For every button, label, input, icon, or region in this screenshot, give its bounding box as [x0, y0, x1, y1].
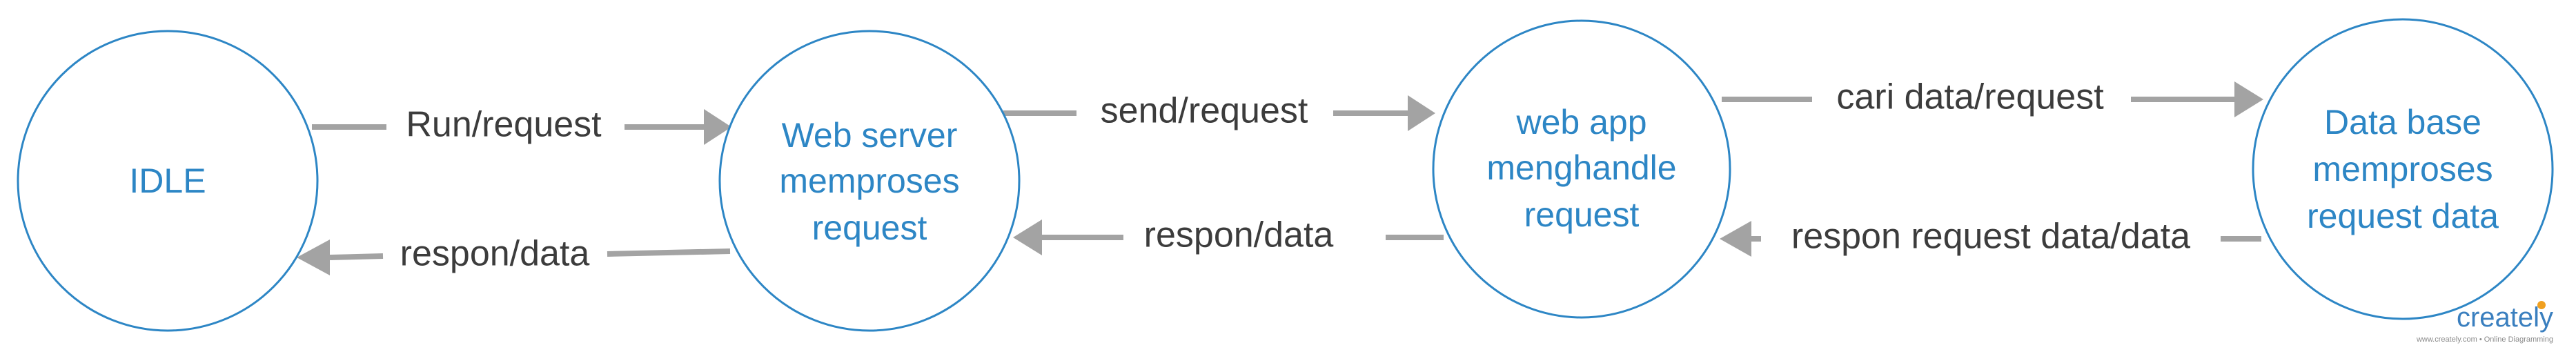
arrowhead-icon: [297, 239, 330, 275]
transition-respon-data-1: respon/data: [297, 234, 731, 275]
edges-layer: Run/request respon/data send/request respon…: [297, 77, 2263, 275]
state-label-line: menghandle: [1486, 148, 1676, 187]
creately-logo: creately www.creately.com • Online Diagr…: [2416, 301, 2553, 344]
state-label-line: memproses: [779, 162, 959, 200]
transition-cari-data: cari data/request: [1722, 77, 2263, 117]
state-node-idle: IDLE: [17, 30, 319, 332]
transition-label: respon/data: [1144, 215, 1334, 255]
state-node-database: Data base memproses request data: [2252, 18, 2554, 320]
transition-send-request: send/request: [1003, 91, 1435, 131]
state-circle: [2252, 18, 2554, 320]
transition-label: Run/request: [406, 105, 602, 145]
state-circle: [17, 30, 319, 332]
transition-respon-data-2: respon/data: [1013, 215, 1444, 255]
transition-label: send/request: [1101, 91, 1308, 131]
arrowhead-icon: [704, 109, 731, 145]
state-circle: [718, 30, 1021, 332]
state-label-line: request data: [2307, 197, 2499, 235]
transition-line: [329, 253, 384, 260]
arrowhead-icon: [2234, 81, 2263, 117]
state-label-line: request: [812, 208, 927, 247]
state-label-line: IDLE: [129, 162, 206, 200]
state-label-line: memproses: [2312, 150, 2493, 188]
state-label-line: Data base: [2324, 103, 2481, 141]
creately-wordmark: creately: [2457, 302, 2553, 333]
arrowhead-icon: [1408, 95, 1435, 131]
transition-label: respon/data: [400, 234, 590, 274]
logo-bulb-icon: [2537, 301, 2546, 309]
arrowhead-icon: [1013, 219, 1042, 255]
arrowhead-icon: [1720, 221, 1751, 257]
state-label-line: Web server: [782, 116, 958, 155]
transition-line: [607, 248, 731, 257]
transition-label: respon request data/data: [1791, 217, 2190, 257]
state-label-line: web app: [1515, 103, 1646, 141]
transition-label: cari data/request: [1836, 77, 2104, 117]
nodes-layer: IDLE Web server memproses request web app men…: [17, 18, 2554, 332]
transition-respon-request-data: respon request data/data: [1720, 217, 2261, 257]
creately-tagline: www.creately.com • Online Diagramming: [2416, 335, 2553, 344]
transition-run-request: Run/request: [312, 105, 731, 145]
state-node-web-server: Web server memproses request: [718, 30, 1021, 332]
state-circle: [1432, 19, 1731, 319]
state-label-line: request: [1524, 195, 1640, 234]
state-node-web-app: web app menghandle request: [1432, 19, 1731, 319]
